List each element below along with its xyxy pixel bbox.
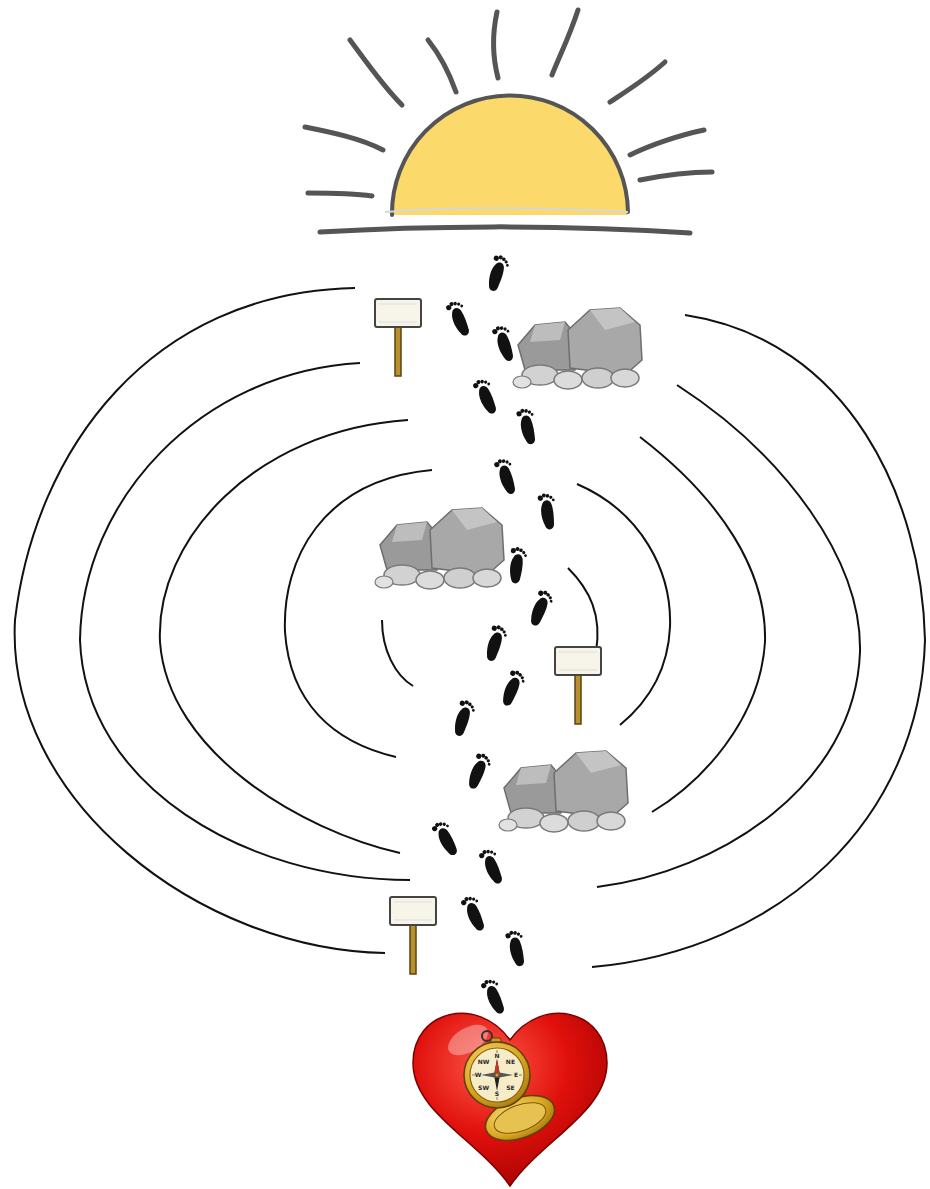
compass-letter: NE	[506, 1059, 515, 1065]
compass-letter: W	[475, 1072, 482, 1078]
compass-letter: SE	[506, 1085, 514, 1091]
sign-posts	[375, 299, 601, 974]
heart	[413, 1013, 607, 1186]
footprints	[430, 254, 559, 1016]
sun	[305, 10, 712, 233]
compass-letter: E	[514, 1072, 518, 1078]
compass-letter: NW	[478, 1059, 490, 1065]
compass-letter: S	[495, 1091, 499, 1097]
compass-letter: SW	[478, 1085, 489, 1091]
compass	[464, 1031, 561, 1149]
rocks	[375, 308, 642, 832]
compass-letter: N	[494, 1053, 499, 1059]
maze-rings	[15, 288, 925, 967]
